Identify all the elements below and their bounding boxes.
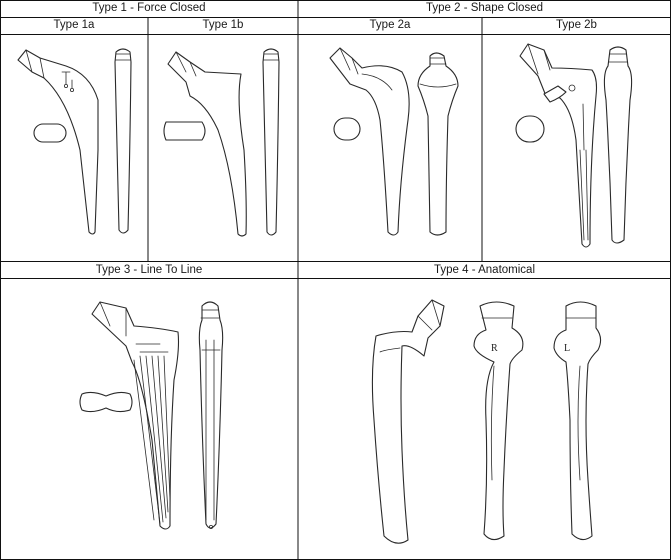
type1b-cross-section bbox=[163, 121, 206, 141]
type2a-label: Type 2a bbox=[369, 19, 411, 31]
type4-left-mark: L bbox=[564, 343, 570, 354]
type2a-cross-section bbox=[333, 117, 361, 141]
type3-cross-section bbox=[79, 391, 133, 413]
type2a-stem-side-view bbox=[417, 52, 459, 236]
type2b-stem-side-view bbox=[603, 46, 633, 244]
type1a-stem-side-view bbox=[114, 48, 132, 234]
type2b-label: Type 2b bbox=[556, 19, 597, 31]
type1b-stem-front-view bbox=[167, 51, 247, 237]
type1-header: Type 1 - Force Closed bbox=[92, 2, 206, 14]
type4-left-stem: L bbox=[553, 301, 602, 541]
type1a-stem-front-view bbox=[17, 49, 99, 235]
type4-stem-front-view bbox=[371, 299, 445, 544]
type2-header: Type 2 - Shape Closed bbox=[426, 2, 543, 14]
type2b-stem-front-view bbox=[519, 43, 598, 248]
type4-header: Type 4 - Anatomical bbox=[434, 264, 535, 276]
type1b-label: Type 1b bbox=[202, 19, 244, 31]
type2a-stem-front-view bbox=[329, 47, 410, 236]
type3-stem-side-view bbox=[198, 301, 224, 530]
type3-stem-front-view bbox=[91, 301, 180, 530]
type1a-label: Type 1a bbox=[53, 19, 95, 31]
type3-header: Type 3 - Line To Line bbox=[95, 264, 203, 276]
type2b-cross-section bbox=[515, 115, 545, 143]
type4-right-mark: R bbox=[491, 343, 498, 354]
type1a-cross-section bbox=[33, 123, 67, 143]
type4-right-stem: R bbox=[473, 301, 524, 541]
type1b-stem-side-view bbox=[262, 48, 280, 236]
